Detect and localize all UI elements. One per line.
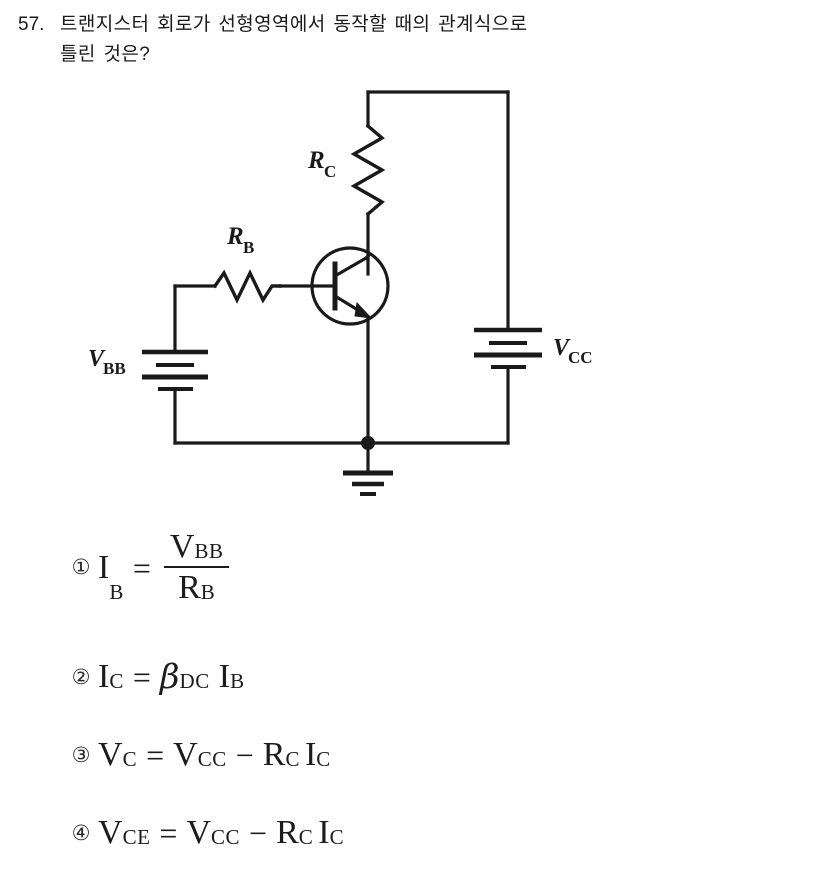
resistor-rc-zigzag [350,123,386,217]
choice-3-term1-symbol: V [173,736,198,773]
choice-2-rhs-symbol: I [218,658,231,695]
choice-2-rhs-subscript: B [230,669,245,693]
choice-4-term1-subscript: CC [211,825,241,849]
choice-4-marker: ④ [71,820,91,845]
choice-3-operator: = [146,737,165,773]
choice-2-marker: ② [71,664,91,689]
choice-3-term2-subscript: C [285,747,300,771]
question-block: 57. 트랜지스터 회로가 선형영역에서 동작할 때의 관계식으로 틀린 것은? [18,10,808,70]
choice-2-beta-subscript: DC [179,669,210,693]
choice-4-term2-symbol: R [276,814,299,851]
choice-1-operator: = [132,549,151,586]
label-rc-main: R [307,147,325,174]
choice-3-minus-operator: − [235,737,254,773]
choice-4-term3-subscript: C [329,825,345,849]
choice-2-operator: = [132,659,151,695]
question-line-1: 57. 트랜지스터 회로가 선형영역에서 동작할 때의 관계식으로 [18,10,808,40]
choice-4-term1-symbol: V [186,814,212,851]
choice-3-term2-symbol: R [262,736,286,773]
label-vcc-sub: CC [568,348,593,367]
label-vbb-main: V [88,346,106,372]
choice-3-term3-symbol: I [304,736,317,773]
choice-1-num-symbol: V [169,528,195,565]
ground-symbol [343,443,393,496]
choice-3-lhs-symbol: V [98,736,123,773]
resistor-rb-zigzag [212,269,282,304]
label-vcc-main: V [553,335,571,361]
question-number: 57. [18,14,45,35]
battery-vbb [142,349,208,391]
choice-4-term2-subscript: C [298,825,314,849]
choice-1-num-subscript: BB [194,539,224,563]
choice-2-lhs-subscript: C [109,669,124,693]
transistor-collector-slant [332,255,369,279]
circuit-diagram: R C R B V BB V CC [0,78,700,518]
choice-1-lhs-subscript: B [109,580,124,604]
choice-4-lhs-symbol: V [98,814,123,851]
choice-4-minus-operator: − [249,815,268,851]
figure-labels: R C R B V BB V CC [88,147,593,378]
choice-1-marker: ① [71,555,91,579]
choice-3-term3-subscript: C [316,747,331,771]
choice-2-lhs-symbol: I [98,658,110,695]
choice-4-operator: = [159,815,178,851]
transistor-collector-tip [363,253,371,261]
choice-2-beta-symbol: β [159,657,180,697]
label-rb-main: R [226,223,244,250]
choice-4-lhs-subscript: CE [122,825,151,849]
question-text-line-2: 틀린 것은? [60,44,151,65]
battery-vcc [474,327,542,369]
label-rb-sub: B [243,238,254,257]
choice-3-lhs-subscript: C [122,747,138,771]
choice-4-term3-symbol: I [318,814,330,851]
label-vbb-sub: BB [103,359,126,378]
choice-3-marker: ③ [71,742,91,767]
choice-3-term1-subscript: CC [197,747,227,771]
question-line-2: 틀린 것은? [18,40,808,70]
choice-1-den-symbol: R [178,569,201,606]
label-rc-sub: C [324,162,336,181]
choice-1-fraction-bar [163,566,230,568]
question-text-line-1: 트랜지스터 회로가 선형영역에서 동작할 때의 관계식으로 [60,14,528,35]
transistor-emitter-arrow [354,301,373,319]
choice-1-den-subscript: B [200,580,216,604]
choice-1-lhs-symbol: I [98,548,110,586]
